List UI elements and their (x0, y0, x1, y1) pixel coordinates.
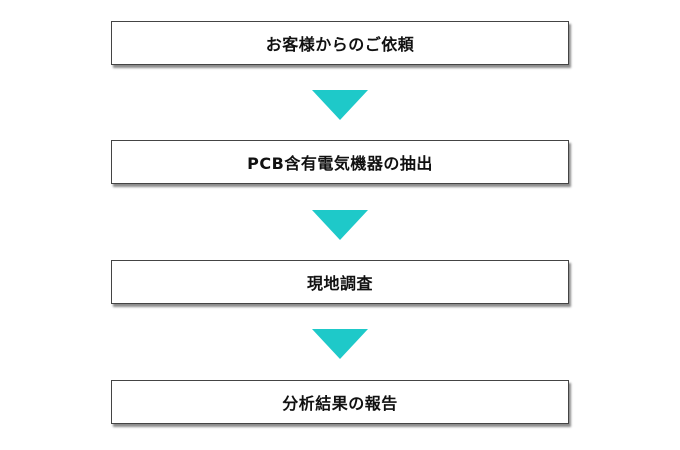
down-arrow-icon (312, 329, 368, 359)
step-label: 現地調査 (306, 274, 373, 293)
step-box-site-survey: 現地調査 (111, 260, 569, 304)
down-arrow-icon (312, 210, 368, 240)
step-label: PCB含有電気機器の抽出 (247, 154, 433, 173)
step-box-extraction: PCB含有電気機器の抽出 (111, 140, 569, 184)
step-box-request: お客様からのご依頼 (111, 21, 569, 65)
down-arrow-icon (312, 90, 368, 120)
step-label: 分析結果の報告 (282, 394, 398, 413)
step-label: お客様からのご依頼 (265, 35, 415, 54)
step-box-report: 分析結果の報告 (111, 380, 569, 424)
